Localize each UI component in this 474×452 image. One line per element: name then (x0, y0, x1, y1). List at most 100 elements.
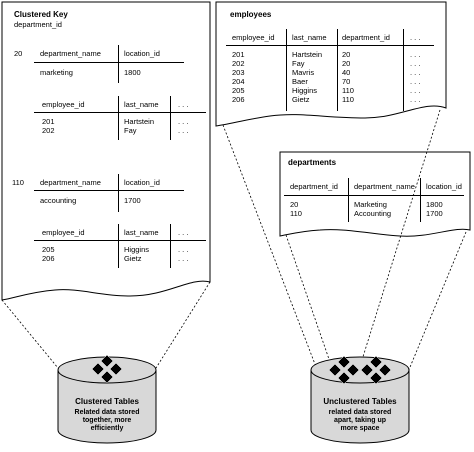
database-logo-icon-unclustered (328, 355, 392, 385)
table-cell: Gietz (124, 254, 142, 263)
table-header-cell: department_name (354, 182, 415, 191)
column-divider (170, 224, 171, 268)
cluster-key-value: 20 (14, 49, 23, 58)
table-cell: Marketing (354, 200, 387, 209)
table-header-cell: last_name (292, 33, 327, 42)
table-cell: . . . (178, 117, 189, 126)
clustered-cylinder (57, 356, 157, 444)
table-cell: Accounting (354, 209, 392, 218)
dashed-connectors (1, 109, 467, 373)
table-cell: . . . (410, 86, 421, 95)
table-cell: 202 (42, 126, 55, 135)
table-cell: 110 (290, 209, 302, 218)
connector-clustered-right (155, 281, 211, 369)
table-cell: 1800 (124, 68, 141, 77)
connector-departments-right (407, 231, 467, 373)
table-cell: accounting (40, 196, 77, 205)
table-cell: 201 (42, 117, 55, 126)
table-divider (226, 45, 434, 46)
connector-employees-left (222, 124, 319, 373)
clustered-page-outline (1, 1, 211, 301)
clustered-tables-desc-line: efficiently (90, 425, 124, 432)
table-cell: 206 (42, 254, 55, 263)
table-cell: Mavris (292, 68, 315, 77)
clustered-tables-desc-line: Related data stored (74, 409, 140, 416)
employees-page-title: employees (230, 10, 272, 19)
table-cell: 20 (342, 59, 351, 68)
table-cell: 203 (232, 68, 245, 77)
unclustered-cylinder (310, 356, 410, 444)
column-divider (403, 29, 404, 111)
table-cell: 40 (342, 68, 351, 77)
unclustered-tables-label: Unclustered Tables (323, 397, 397, 406)
table-header-cell: employee_id (42, 100, 85, 109)
table-header-cell: . . . (178, 228, 189, 237)
clustered-tables-desc-line: together, more (82, 417, 132, 424)
table-cell: Hartstein (292, 50, 323, 59)
table-cell: . . . (410, 77, 421, 86)
column-divider (420, 178, 421, 222)
table-cell: Gietz (292, 95, 310, 104)
clustered-tables-label: Clustered Tables (75, 397, 139, 406)
unclustered-tables-desc-line: apart, taking up (333, 417, 387, 424)
table-cell: 204 (232, 77, 245, 86)
table-cell: . . . (178, 245, 189, 254)
table-header-cell: . . . (410, 33, 421, 42)
table-cell: marketing (40, 68, 73, 77)
table-cell: 205 (232, 86, 245, 95)
connector-clustered-left (1, 299, 59, 369)
table-header-cell: last_name (124, 228, 159, 237)
column-divider (348, 178, 349, 222)
table-header-cell: department_id (290, 182, 338, 191)
table-header-cell: employee_id (42, 228, 85, 237)
unclustered-tables-desc-line: more space (340, 425, 380, 432)
column-divider (118, 174, 119, 212)
table-cell: . . . (410, 50, 421, 59)
table-cell: . . . (410, 95, 421, 104)
table-cell: . . . (178, 254, 189, 263)
table-header-cell: . . . (178, 100, 189, 109)
table-cell: Fay (124, 126, 137, 135)
table-cell: 20 (290, 200, 299, 209)
table-header-cell: department_id (342, 33, 390, 42)
table-cell: 202 (232, 59, 245, 68)
table-header-cell: department_name (40, 49, 101, 58)
database-logo-icon-clustered (91, 354, 123, 384)
column-divider (118, 224, 119, 268)
table-cell: Higgins (292, 86, 318, 95)
clustered-page-subtitle: department_id (14, 20, 62, 29)
column-divider (170, 96, 171, 140)
table-cell: Hartstein (124, 117, 155, 126)
table-cell: 206 (232, 95, 245, 104)
departments-page-title: departments (288, 158, 337, 167)
table-cell: 70 (342, 77, 351, 86)
column-divider (286, 29, 287, 111)
column-divider (118, 45, 119, 83)
table-cell: 201 (232, 50, 245, 59)
table-cell: Baer (292, 77, 308, 86)
table-header-cell: last_name (124, 100, 159, 109)
clustered-page-title: Clustered Key (14, 10, 68, 19)
table-header-cell: location_id (426, 182, 462, 191)
table-divider (34, 112, 206, 113)
table-cell: 205 (42, 245, 55, 254)
table-cell: . . . (410, 59, 421, 68)
table-divider (284, 195, 464, 196)
table-cell: Fay (292, 59, 305, 68)
column-divider (118, 96, 119, 140)
table-cell: Higgins (124, 245, 150, 254)
employees-page-outline (215, 1, 447, 127)
table-header-cell: location_id (124, 178, 160, 187)
table-header-cell: employee_id (232, 33, 275, 42)
table-cell: 1700 (426, 209, 443, 218)
table-divider (34, 190, 184, 191)
column-divider (337, 29, 338, 111)
table-header-cell: location_id (124, 49, 160, 58)
connector-departments-left (285, 234, 331, 363)
table-cell: . . . (410, 68, 421, 77)
table-cell: 20 (342, 50, 351, 59)
unclustered-tables-desc-line: related data stored (328, 409, 392, 416)
cluster-key-value: 110 (12, 178, 24, 187)
